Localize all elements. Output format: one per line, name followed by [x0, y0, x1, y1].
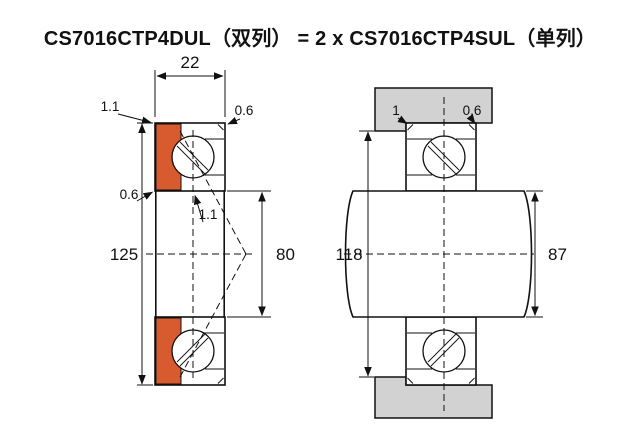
bore-label: 80: [276, 245, 295, 264]
chamfer-inner-center-label: 1.1: [199, 207, 218, 222]
bearing-section-bottom: [154, 316, 226, 386]
left-view: 22 125 80: [101, 53, 295, 386]
bearing-section-top: [154, 122, 226, 192]
diagram-title: CS7016CTP4DUL（双列） = 2 x CS7016CTP4SUL（单列…: [43, 28, 597, 50]
chamfer-top-right-label: 0.6: [235, 103, 254, 118]
bearing-section-bottom: [405, 316, 477, 386]
bearing-section-top: [405, 122, 477, 192]
housing-shoulder-label: 118: [335, 245, 362, 264]
centerlines: [146, 130, 252, 378]
chamfer-inner-left-label: 0.6: [120, 187, 139, 202]
dim-bore: 80: [227, 190, 295, 318]
fillet-left-label: 1: [392, 103, 400, 118]
chamfer-labels: 1.1 0.6 0.6 1.1: [101, 99, 254, 223]
fillet-right-label: 0.6: [463, 103, 482, 118]
width-label: 22: [181, 53, 200, 72]
dim-width: 22: [154, 53, 226, 117]
centerlines: [344, 97, 534, 411]
fillet-labels: 1 0.6: [392, 103, 481, 124]
chamfer-top-left-label: 1.1: [101, 99, 120, 114]
shaft-shoulder-label: 87: [548, 245, 567, 264]
outer-diameter-label: 125: [110, 245, 138, 264]
dim-housing-shoulder: 118: [335, 130, 374, 378]
dim-shaft-shoulder: 87: [526, 190, 567, 318]
right-view: 118 87 1 0.6: [335, 87, 567, 419]
